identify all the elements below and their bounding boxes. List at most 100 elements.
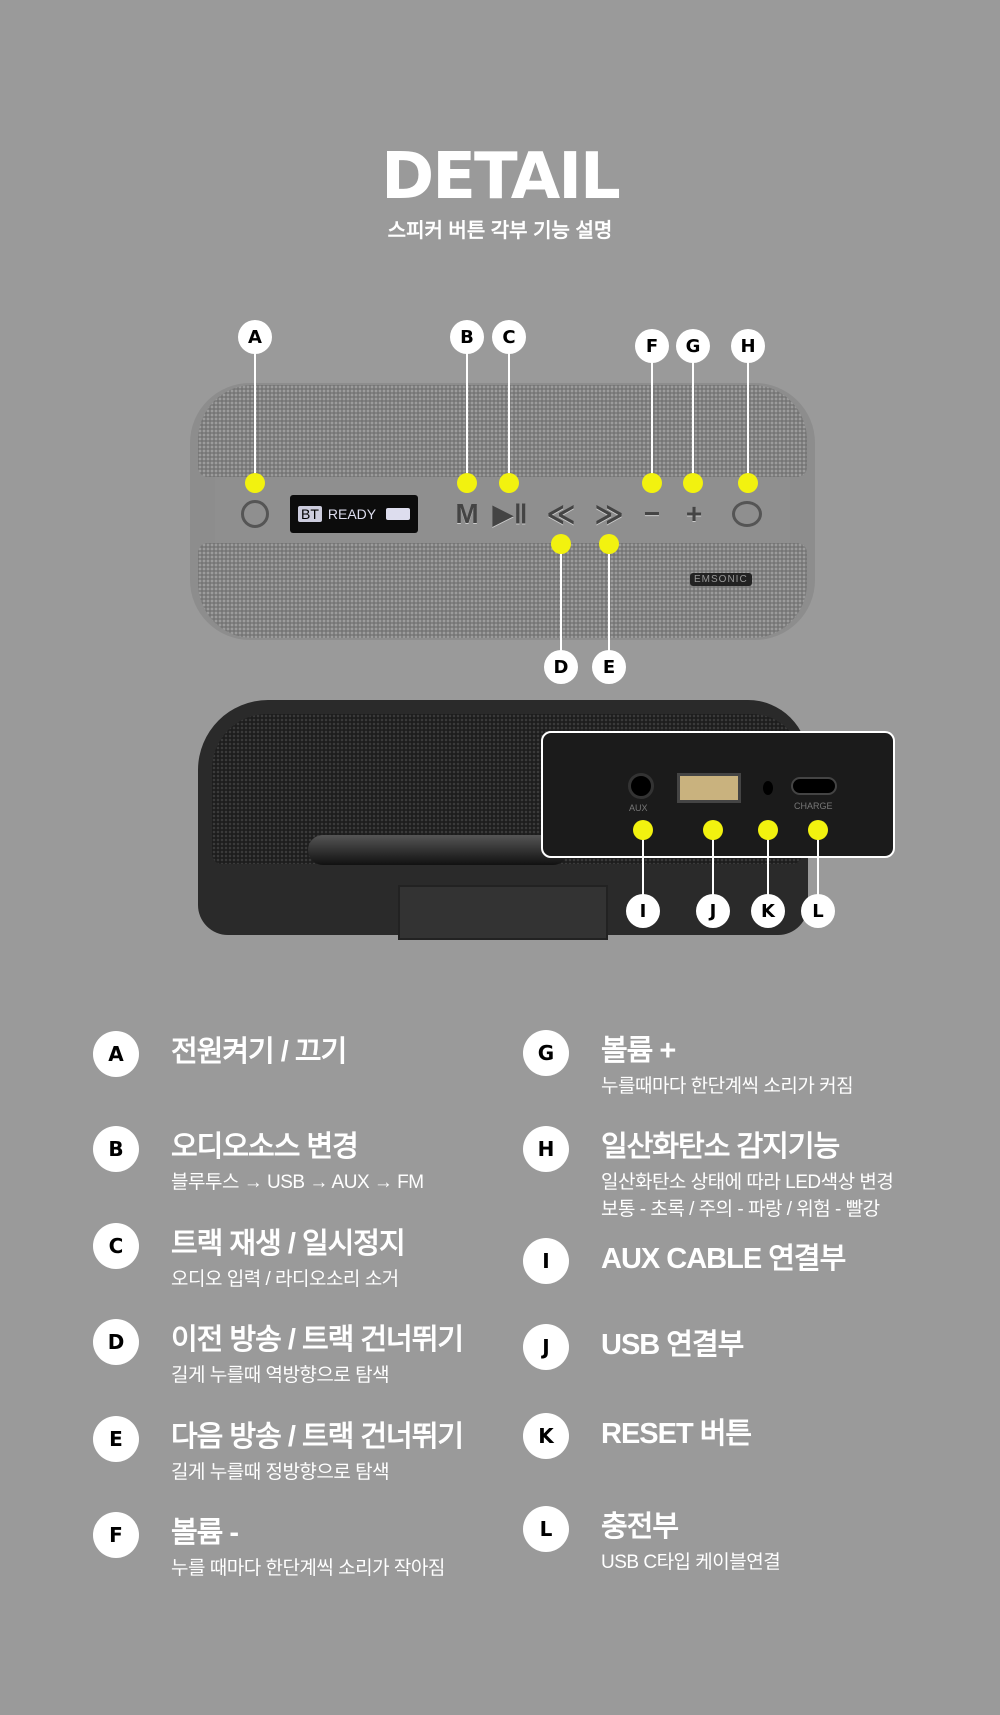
play-pause-icon[interactable]: ▶‖ — [492, 498, 528, 530]
page-subtitle: 스피커 버튼 각부 기능 설명 — [387, 220, 613, 242]
legend-description: 길게 누를때 정방향으로 탐색 — [171, 1462, 390, 1483]
legend-title: 전원켜기 / 끄기 — [171, 1036, 347, 1068]
aux-label: AUX — [629, 803, 648, 813]
legend-key-a: A — [93, 1031, 139, 1077]
callout-line — [642, 830, 644, 911]
display-source: BT — [298, 506, 322, 522]
callout-label-d: D — [544, 650, 578, 684]
usb-c-port — [791, 777, 837, 795]
legend-title: 볼륨 - — [171, 1517, 239, 1549]
callout-line — [254, 337, 256, 483]
display-screen: BT READY — [290, 495, 418, 533]
callout-line — [608, 544, 610, 667]
callout-line — [747, 346, 749, 483]
legend-title: 오디오소스 변경 — [171, 1131, 359, 1163]
legend-title: 일산화탄소 감지기능 — [601, 1131, 840, 1163]
callout-line — [692, 346, 694, 483]
legend-description: 일산화탄소 상태에 따라 LED색상 변경 — [601, 1172, 894, 1193]
legend-key-e: E — [93, 1416, 139, 1462]
legend-item: USB 연결부 — [601, 1321, 744, 1363]
callout-label-j: J — [696, 894, 730, 928]
marker-dot — [499, 473, 519, 493]
marker-dot — [808, 820, 828, 840]
callout-label-l: L — [801, 894, 835, 928]
brand-badge: EMSONIC — [690, 573, 752, 586]
legend-title: 이전 방송 / 트랙 건너뛰기 — [171, 1324, 464, 1356]
callout-label-b: B — [450, 320, 484, 354]
callout-label-i: I — [626, 894, 660, 928]
legend-description: 누를때마다 한단계씩 소리가 커짐 — [601, 1076, 854, 1097]
callout-line — [466, 337, 468, 483]
callout-label-f: F — [635, 329, 669, 363]
display-status: READY — [327, 506, 377, 522]
marker-dot — [703, 820, 723, 840]
next-icon[interactable]: ≫ — [594, 498, 624, 530]
speaker-top-view: BT READY EMSONIC — [190, 383, 815, 640]
callout-line — [817, 830, 819, 911]
marker-dot — [758, 820, 778, 840]
callout-line — [508, 337, 510, 483]
antenna — [308, 835, 568, 865]
marker-dot — [457, 473, 477, 493]
callout-label-h: H — [731, 329, 765, 363]
callout-label-a: A — [238, 320, 272, 354]
upper-grille — [198, 385, 807, 477]
legend-key-b: B — [93, 1126, 139, 1172]
marker-dot — [245, 473, 265, 493]
legend-key-h: H — [523, 1126, 569, 1172]
mode-button-icon[interactable]: M — [455, 498, 479, 529]
legend-key-f: F — [93, 1512, 139, 1558]
legend-key-c: C — [93, 1223, 139, 1269]
previous-icon[interactable]: ≪ — [546, 498, 576, 530]
callout-line — [560, 544, 562, 667]
legend-item: 충전부 USB C타입 케이블연결 — [601, 1503, 781, 1576]
legend-description: 누를 때마다 한단계씩 소리가 작아짐 — [171, 1558, 445, 1579]
legend-key-i: I — [523, 1238, 569, 1284]
port-bay — [398, 885, 608, 940]
callout-line — [712, 830, 714, 911]
callout-line — [651, 346, 653, 483]
power-icon[interactable] — [241, 500, 269, 528]
page-title: DETAIL — [381, 140, 621, 214]
legend-description: 블루투스 → USB → AUX → FM — [171, 1172, 424, 1193]
callout-label-k: K — [751, 894, 785, 928]
legend-item: 전원켜기 / 끄기 — [171, 1028, 347, 1070]
volume-down-icon[interactable]: − — [643, 498, 661, 529]
legend-key-g: G — [523, 1030, 569, 1076]
volume-up-icon[interactable]: + — [685, 498, 703, 529]
battery-icon — [386, 508, 410, 520]
legend-title: RESET 버튼 — [601, 1418, 752, 1450]
legend-item: 볼륨 + 누를때마다 한단계씩 소리가 커짐 — [601, 1027, 854, 1100]
callout-label-g: G — [676, 329, 710, 363]
legend-item: RESET 버튼 — [601, 1410, 752, 1452]
legend-key-d: D — [93, 1319, 139, 1365]
aux-port — [628, 773, 654, 799]
callout-line — [767, 830, 769, 911]
callout-label-e: E — [592, 650, 626, 684]
legend-description: 보통 - 초록 / 주의 - 파랑 / 위험 - 빨강 — [601, 1199, 880, 1220]
legend-title: 다음 방송 / 트랙 건너뛰기 — [171, 1421, 464, 1453]
marker-dot — [683, 473, 703, 493]
port-inset: AUX CHARGE — [541, 731, 895, 858]
marker-dot — [642, 473, 662, 493]
legend-title: 충전부 — [601, 1511, 679, 1543]
legend-key-k: K — [523, 1413, 569, 1459]
legend-title: 볼륨 + — [601, 1035, 676, 1067]
legend-description: 길게 누를때 역방향으로 탐색 — [171, 1365, 390, 1386]
co-sensor-icon[interactable] — [732, 501, 762, 527]
legend-key-l: L — [523, 1506, 569, 1552]
marker-dot — [738, 473, 758, 493]
callout-label-c: C — [492, 320, 526, 354]
legend-description: USB C타입 케이블연결 — [601, 1552, 781, 1573]
legend-key-j: J — [523, 1324, 569, 1370]
reset-hole — [763, 781, 773, 795]
legend-title: 트랙 재생 / 일시정지 — [171, 1228, 406, 1260]
lower-grille — [198, 543, 807, 638]
marker-dot — [599, 534, 619, 554]
legend-title: AUX CABLE 연결부 — [601, 1243, 846, 1275]
legend-description: 오디오 입력 / 라디오소리 소거 — [171, 1269, 399, 1290]
